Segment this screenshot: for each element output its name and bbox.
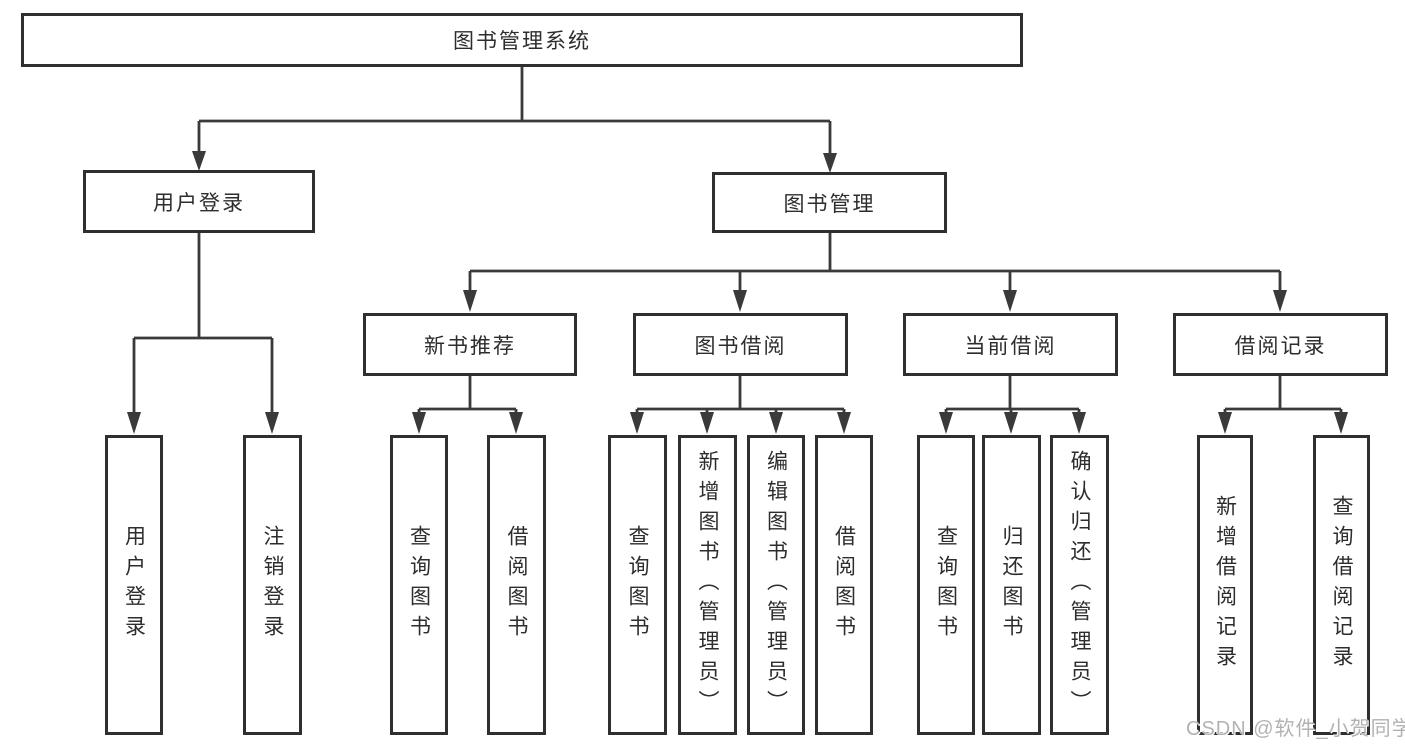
- arrow-leaf-logout: [265, 412, 279, 434]
- node-label: 查询借阅记录: [1330, 495, 1353, 675]
- node-book-borrowing: 图书借阅: [633, 313, 848, 376]
- arrow-book-management: [823, 153, 837, 173]
- leaf-nbr-borrow-books: 借阅图书: [487, 435, 546, 735]
- node-user-login: 用户登录: [83, 170, 315, 233]
- node-current-borrowing: 当前借阅: [903, 313, 1118, 376]
- node-label: 归还图书: [1000, 525, 1023, 645]
- node-label: 图书管理: [783, 192, 876, 216]
- node-library-system: 图书管理系统: [21, 13, 1023, 67]
- node-label: 借阅图书: [505, 525, 528, 645]
- arrow-book-borrowing: [733, 290, 747, 312]
- node-label: 图书管理系统: [453, 30, 591, 53]
- leaf-bb-edit-books-admin: 编辑图书（管理员）: [747, 435, 805, 735]
- arrowheads: [127, 151, 1348, 434]
- node-label: 借阅图书: [832, 525, 856, 645]
- arrow-leaf-br-query: [1334, 412, 1348, 434]
- node-new-book-recommendation: 新书推荐: [363, 313, 577, 376]
- leaf-bb-add-books-admin: 新增图书（管理员）: [678, 435, 737, 735]
- node-label: 查询图书: [934, 525, 958, 645]
- leaf-nbr-query-books: 查询图书: [390, 435, 448, 735]
- arrow-leaf-user-login: [127, 412, 141, 434]
- arrow-leaf-cb-confirm: [1072, 412, 1086, 434]
- leaf-cb-confirm-return-admin: 确认归还（管理员）: [1050, 435, 1109, 735]
- node-label: 查询图书: [407, 525, 431, 645]
- leaf-br-query-record: 查询借阅记录: [1313, 435, 1370, 735]
- node-label: 用户登录: [122, 525, 146, 645]
- node-label: 确认归还（管理员）: [1068, 450, 1091, 720]
- arrow-user-login: [192, 151, 206, 171]
- arrow-leaf-nbr-borrow: [509, 412, 523, 434]
- leaf-user-login: 用户登录: [105, 435, 163, 735]
- watermark-text: CSDN @软件_小贺同学: [1186, 718, 1405, 740]
- leaf-bb-borrow-books: 借阅图书: [815, 435, 873, 735]
- arrow-leaf-cb-query: [939, 412, 953, 434]
- node-borrowing-records: 借阅记录: [1173, 313, 1388, 376]
- leaf-cb-return-books: 归还图书: [982, 435, 1041, 735]
- node-label: 查询图书: [626, 525, 649, 645]
- leaf-br-add-record: 新增借阅记录: [1197, 435, 1253, 735]
- leaf-bb-query-books: 查询图书: [608, 435, 667, 735]
- arrow-leaf-nbr-query: [412, 412, 426, 434]
- arrow-borrowing-records: [1273, 290, 1287, 312]
- arrow-leaf-bb-edit: [769, 412, 783, 434]
- leaf-cb-query-books: 查询图书: [917, 435, 975, 735]
- node-label: 新增借阅记录: [1213, 495, 1237, 675]
- node-book-management: 图书管理: [712, 172, 947, 233]
- node-label: 注销登录: [261, 525, 284, 645]
- leaf-logout: 注销登录: [243, 435, 302, 735]
- arrow-leaf-bb-query: [630, 412, 644, 434]
- arrow-leaf-br-add: [1218, 412, 1232, 434]
- node-label: 新增图书（管理员）: [696, 450, 719, 720]
- node-label: 用户登录: [153, 191, 245, 215]
- node-label: 图书借阅: [694, 334, 787, 358]
- arrow-leaf-bb-add: [700, 412, 714, 434]
- node-label: 新书推荐: [424, 334, 516, 358]
- node-label: 当前借阅: [964, 334, 1057, 358]
- arrow-leaf-bb-borrow: [837, 412, 851, 434]
- arrow-leaf-cb-return: [1004, 412, 1018, 434]
- node-label: 编辑图书（管理员）: [764, 450, 788, 720]
- arrow-current-borrowing: [1003, 290, 1017, 312]
- node-label: 借阅记录: [1234, 334, 1327, 358]
- arrow-new-book-recommendation: [463, 290, 477, 312]
